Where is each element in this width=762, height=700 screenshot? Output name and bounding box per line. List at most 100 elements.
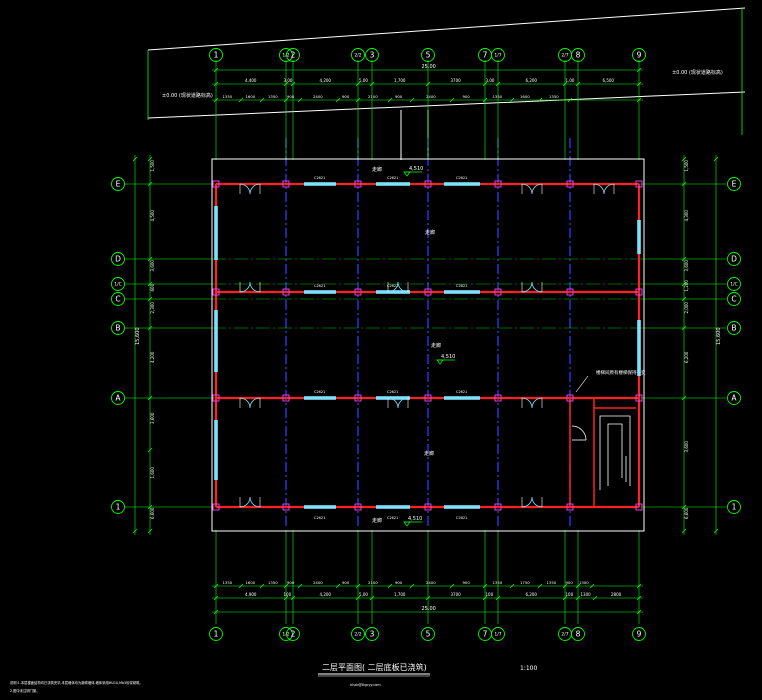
drawing-title: 二层平面图( 二层底板已浇筑) [322, 662, 427, 672]
axis-bubble-left-1-text: 1 [116, 503, 121, 512]
dim-top-mid-label: 1,700 [394, 78, 406, 83]
dim-top-detail-tick [335, 97, 341, 103]
dim-bottom-detail-tick [409, 583, 415, 589]
door [521, 183, 543, 195]
window-code: C2621 [456, 176, 467, 180]
window-left [214, 310, 218, 372]
window [444, 182, 480, 186]
dim-left-detail-label: 4,500 [150, 210, 155, 222]
axis-bubble-bottom-5-text: 5 [426, 630, 431, 639]
dim-bottom-detail-tick [575, 583, 581, 589]
dim-top-detail-label: 1350 [268, 94, 278, 99]
dim-bottom-detail-label: 1350 [493, 580, 503, 585]
axis-bubble-right-B-text: B [731, 324, 736, 333]
dim-bottom-detail-label: 2100 [368, 580, 378, 585]
column [212, 394, 220, 402]
dim-left-detail-label: 2,300 [150, 302, 155, 314]
axis-bubble-right-E [727, 177, 741, 191]
elevation-bottom-text: 4,510 [408, 516, 422, 522]
window-code: C2621 [387, 516, 398, 520]
right-road-label: ±0.00 (现状道路标高) [672, 69, 723, 76]
column [212, 503, 220, 511]
dim-bottom-mid-tick [495, 595, 501, 601]
window [304, 182, 336, 186]
dim-bottom-detail-tick [562, 583, 568, 589]
axis-bubble-bottom-1-2 [279, 627, 293, 641]
dim-left-detail-tick [147, 325, 153, 331]
road-lines [147, 7, 746, 119]
window-right [637, 220, 641, 254]
dim-left-detail-label: 3,600 [150, 260, 155, 272]
dim-top-detail-tick [283, 97, 289, 103]
dim-top-detail-tick [449, 97, 455, 103]
dim-right-detail-tick [681, 296, 687, 302]
dim-left-detail-tick [147, 296, 153, 302]
dim-bottom-detail-label: 1350 [268, 580, 278, 585]
dim-left-detail-label: 3,600 [150, 412, 155, 424]
dim-right-total-label: 15,600 [716, 328, 722, 346]
column [494, 394, 502, 402]
dim-top-mid-tick [369, 81, 375, 87]
dim-top-mid-tick [355, 81, 361, 87]
window-code: C2621 [456, 284, 467, 288]
dim-bottom-detail-label: 1350 [223, 580, 233, 585]
column [282, 288, 290, 296]
door [521, 397, 543, 409]
door [239, 281, 261, 293]
axis-bubble-top-5-text: 5 [426, 51, 431, 60]
dim-left-detail-tick [147, 281, 153, 287]
axis-bubble-top-1-7-text: 1/7 [494, 53, 501, 59]
window [376, 396, 410, 400]
window-left [214, 420, 218, 480]
window-left [214, 206, 218, 260]
dim-top-mid-tick [562, 81, 568, 87]
column [282, 394, 290, 402]
dim-right-detail-tick [681, 256, 687, 262]
dim-left-detail-tick [147, 447, 153, 453]
dim-top-detail-label: 900 [342, 94, 350, 99]
dim-left-total-tick [132, 528, 138, 534]
dim-bottom-mid-tick [575, 595, 581, 601]
axis-bubble-left-B-text: B [115, 324, 120, 333]
column [494, 288, 502, 296]
dim-top-mid-tick [290, 81, 296, 87]
axis-bubble-top-2-text: 2 [291, 51, 296, 60]
vertical-grid-lines [215, 60, 640, 624]
dim-left-detail-tick [147, 504, 153, 510]
dim-bottom-mid-tick [290, 595, 296, 601]
axis-bubble-left-C-text: C [115, 295, 120, 304]
axis-bubble-bottom-2 [286, 627, 300, 641]
axis-bubble-top-5 [421, 48, 435, 62]
axis-bubble-top-8-text: 8 [576, 51, 581, 60]
axis-bubble-left-A [111, 391, 125, 405]
dim-bottom-mid-tick [355, 595, 361, 601]
dim-bottom-mid-tick [213, 595, 219, 601]
dim-top-detail-tick [509, 97, 515, 103]
axis-bubble-left-1-C [111, 277, 125, 291]
dim-right-detail-tick [681, 504, 687, 510]
dim-bottom-mid-label: 5,00 [359, 592, 368, 597]
axis-bubble-right-B [727, 321, 741, 335]
elevation-top-text: 4,510 [409, 166, 423, 172]
dim-top-detail-label: 1600 [520, 94, 530, 99]
window-code: C2621 [314, 176, 325, 180]
dim-right-detail-label: 3,600 [684, 441, 689, 453]
dim-top-detail-tick [259, 97, 265, 103]
dim-right-detail-label: 3,600 [684, 260, 689, 272]
dim-right-detail-label: 4,300 [684, 210, 689, 222]
axis-bubble-top-2-2 [351, 48, 365, 62]
dim-top-mid-tick [425, 81, 431, 87]
dim-top-detail-tick [567, 97, 573, 103]
dim-top-detail-label: 2100 [368, 94, 378, 99]
dim-bottom-detail-tick [589, 583, 595, 589]
axis-bubble-right-1-text: 1 [732, 503, 737, 512]
axis-bubble-left-C [111, 292, 125, 306]
window-code: C2621 [314, 390, 325, 394]
window [304, 505, 336, 509]
dim-bottom-mid-label: 3700 [451, 592, 462, 597]
axis-bubble-right-D-text: D [731, 255, 737, 264]
axis-bubble-right-1 [727, 500, 741, 514]
dim-left-detail-tick [147, 395, 153, 401]
columns [212, 180, 643, 511]
